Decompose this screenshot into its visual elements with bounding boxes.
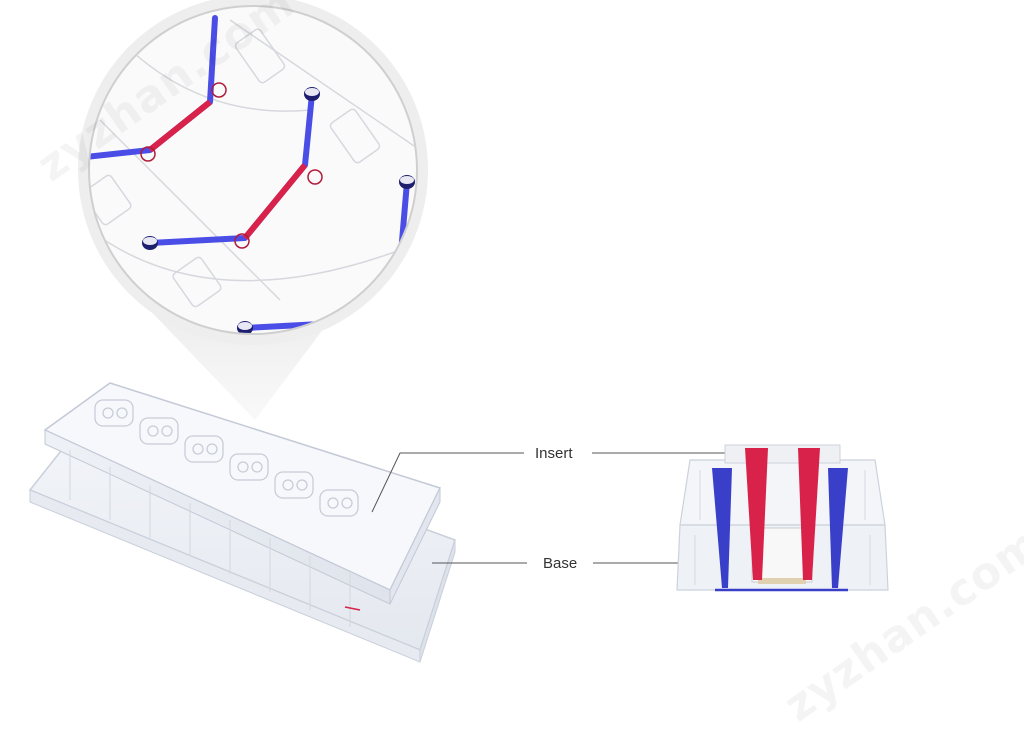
diagram-canvas xyxy=(28,0,889,663)
unit-4 xyxy=(229,453,269,481)
cross-section-view xyxy=(676,444,889,592)
unit-3 xyxy=(184,435,224,463)
channel-1 xyxy=(90,15,227,162)
microfluidic-chip-diagram: Insert Base zyzhan.com zyzhan.com xyxy=(28,0,1024,732)
insert-label: Insert xyxy=(535,445,573,462)
blue-channel-right xyxy=(828,468,848,588)
unit-5 xyxy=(274,471,314,499)
unit-1 xyxy=(94,399,134,427)
base-label: Base xyxy=(543,555,578,572)
insert-leader-line xyxy=(371,452,524,513)
magnifier-lens xyxy=(78,0,428,345)
unit-6 xyxy=(319,489,359,517)
unit-2 xyxy=(139,417,179,445)
chip-assembly xyxy=(28,382,456,663)
red-channel-left xyxy=(745,448,768,580)
red-channel-right xyxy=(798,448,820,580)
channel-2 xyxy=(142,87,323,250)
blue-channel-left xyxy=(712,468,732,588)
